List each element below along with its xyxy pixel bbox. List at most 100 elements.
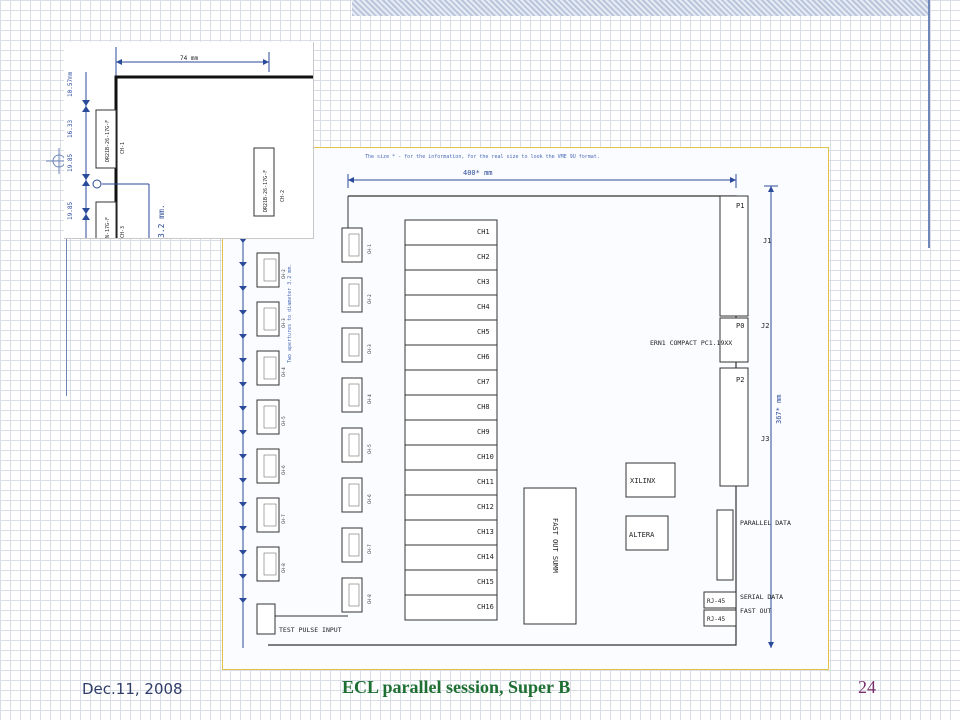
row-connector-label: CH-4	[367, 394, 372, 404]
input-connector-inner	[263, 552, 277, 576]
zoom-inset-diagram: 74 mm 10.57mm 16.33 19.85 19.85 DR21B-26…	[64, 42, 314, 239]
connector-p0-label: P0	[736, 322, 744, 330]
inset-board-edge	[114, 75, 313, 238]
rj45-port-2	[703, 609, 737, 627]
dimension-arrow-icon	[239, 358, 247, 363]
inset-connector-2	[95, 201, 117, 238]
input-connector-label: CH-2	[281, 269, 286, 279]
channel-label: CH13	[477, 528, 494, 536]
channel-label: CH4	[477, 303, 490, 311]
board-size-note: The size * - for the information, for th…	[365, 154, 600, 160]
dimension-arrow-icon	[239, 334, 247, 339]
input-connector-inner	[263, 307, 277, 331]
dimension-arrow-icon	[239, 574, 247, 579]
input-connector-label: CH-5	[281, 416, 286, 426]
row-connector-label: CH-6	[367, 494, 372, 504]
serial-data-label: SERIAL DATA	[740, 593, 783, 601]
fast-out-summ-block	[523, 487, 577, 625]
input-connector-inner	[263, 258, 277, 282]
input-connector	[256, 399, 280, 435]
dimension-arrow-icon	[239, 502, 247, 507]
row-connector-label: CH-2	[367, 294, 372, 304]
row-connector	[341, 377, 363, 413]
input-connector	[256, 448, 280, 484]
altera-chip	[625, 515, 669, 551]
channel-label: CH2	[477, 253, 490, 261]
input-connector-inner	[263, 356, 277, 380]
dimension-arrow-icon	[239, 238, 247, 243]
fast-out-summ-label: FAST OUT SUMM	[551, 518, 559, 573]
channel-block: CH1CH2CH3CH4CH5CH6CH7CH8CH9CH10CH11CH12C…	[341, 219, 498, 621]
board-name-label: ERN1 COMPACT PC1.19XX	[650, 339, 732, 347]
inset-connector-label-1: DR21B-26-17G-F	[105, 120, 111, 162]
height-arrow-bottom-icon	[768, 642, 774, 648]
inset-arrow-left-icon	[116, 59, 122, 65]
row-connector-label: CH-3	[367, 344, 372, 354]
channel-label: CH5	[477, 328, 490, 336]
height-arrow-top-icon	[768, 186, 774, 192]
channel-label: CH7	[477, 378, 490, 386]
fast-out-label: FAST OUT	[740, 607, 771, 615]
connector-j2-label: J2	[761, 322, 769, 330]
channel-label: CH14	[477, 553, 494, 561]
connector-p1-label: P1	[736, 202, 744, 210]
channel-label: CH3	[477, 278, 490, 286]
input-connector	[256, 497, 280, 533]
inset-arrow-right-icon	[263, 59, 269, 65]
dimension-arrow-icon	[239, 406, 247, 411]
row-connector-inner	[348, 283, 360, 307]
row-connector-label: CH-7	[367, 544, 372, 554]
connector-p2-label: P2	[736, 376, 744, 384]
input-connector-label: CH-3	[281, 318, 286, 328]
rj45-label-2: RJ-45	[707, 616, 725, 623]
channel-label: CH11	[477, 478, 494, 486]
inset-aperture-icon	[92, 179, 102, 189]
row-connector-label: CH-5	[367, 444, 372, 454]
inset-connector-label-2: DR21B-26-17G-F	[263, 170, 269, 212]
row-connector-label: CH-8	[367, 594, 372, 604]
xilinx-label: XILINX	[630, 477, 656, 485]
row-connector	[341, 277, 363, 313]
dimension-arrow-icon	[239, 262, 247, 267]
channel-label: CH6	[477, 353, 490, 361]
dimension-arrow-icon	[239, 550, 247, 555]
width-arrow-right-icon	[730, 177, 736, 183]
dimension-arrow-icon	[239, 310, 247, 315]
input-connector-column: CH-2CH-3CH-4CH-5CH-6CH-7CH-8	[239, 233, 286, 648]
xilinx-chip	[625, 462, 676, 498]
input-connector-inner	[263, 454, 277, 478]
input-connector-inner	[263, 405, 277, 429]
row-connector	[341, 327, 363, 363]
row-connector	[341, 227, 363, 263]
footer-date: Dec.11, 2008	[82, 680, 183, 698]
dimension-arrow-icon	[239, 526, 247, 531]
inset-width-label: 74 mm	[180, 55, 198, 62]
test-pulse-connector	[256, 603, 276, 635]
inset-dim-label-2: 16.33	[67, 120, 74, 138]
width-label: 400* mm	[463, 169, 493, 177]
channel-label: CH9	[477, 428, 490, 436]
input-connector-label: CH-4	[281, 367, 286, 377]
row-connector	[341, 427, 363, 463]
inset-connector-1	[95, 109, 117, 169]
inset-diameter-note: 3.2 mm.	[157, 204, 166, 238]
input-connector-label: CH-7	[281, 514, 286, 524]
row-connector-inner	[348, 583, 360, 607]
input-connector	[256, 252, 280, 288]
connector-p2	[719, 367, 749, 487]
inset-ch-label-1: CH-1	[120, 142, 126, 154]
dimension-arrow-icon	[239, 382, 247, 387]
footer-page-number: 24	[858, 677, 876, 697]
row-connector-inner	[348, 483, 360, 507]
inset-ch-label-2: CH-2	[280, 190, 286, 202]
connector-p0	[719, 317, 749, 363]
parallel-data-connector	[716, 509, 734, 581]
row-connector-inner	[348, 233, 360, 257]
rj45-label-1: RJ-45	[707, 598, 725, 605]
input-connector-inner	[263, 503, 277, 527]
height-label: 367* mm	[775, 394, 783, 424]
aperture-note: Two apertures to diameter 3.2 mm.	[287, 264, 293, 363]
inset-dim-label-4: 19.85	[67, 202, 74, 220]
input-connector-label: CH-6	[281, 465, 286, 475]
channel-label: CH10	[477, 453, 494, 461]
